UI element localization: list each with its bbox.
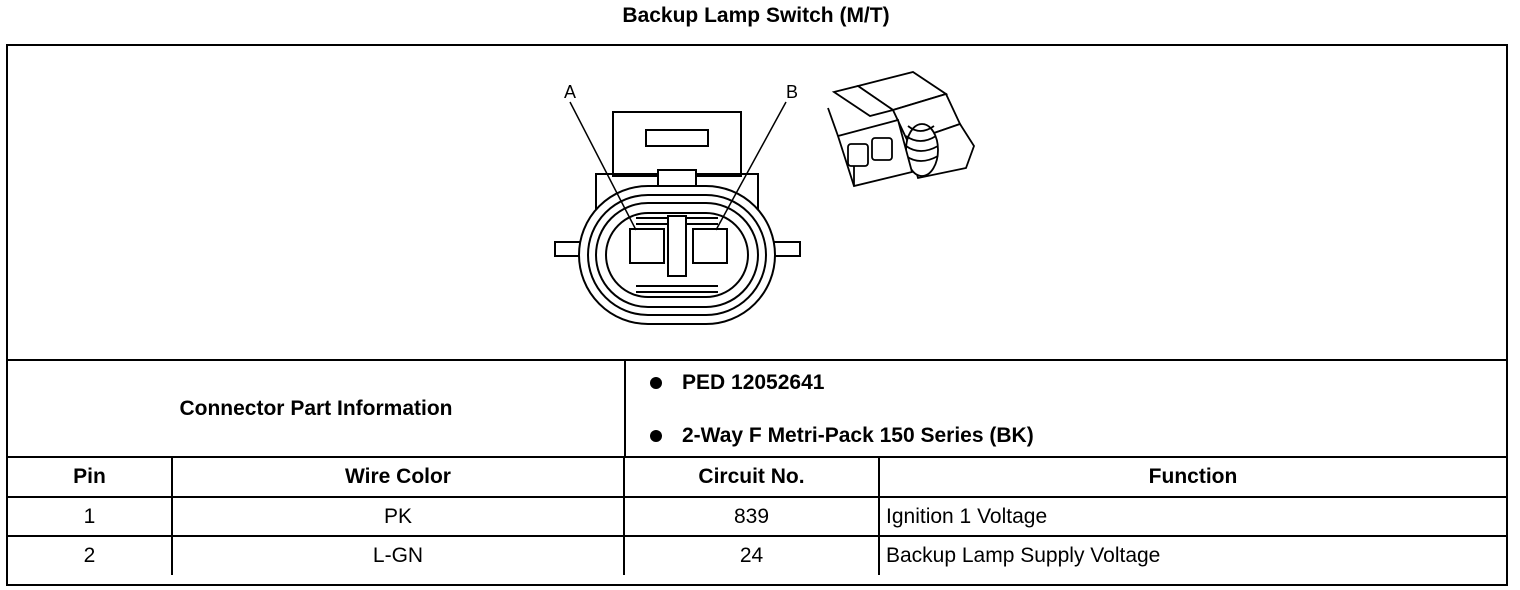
connector-sheet: A B Connector Part Information xyxy=(6,44,1508,586)
wire-color-cell: L-GN xyxy=(171,535,625,575)
function-cell: Ignition 1 Voltage xyxy=(878,496,1506,537)
connector-illustration: A B xyxy=(554,71,975,325)
header-pin: Pin xyxy=(8,458,173,498)
pin-table: Pin Wire Color Circuit No. Function 1 PK… xyxy=(8,458,1506,575)
circuit-cell: 839 xyxy=(623,496,880,537)
connector-info-values: PED 12052641 2-Way F Metri-Pack 150 Seri… xyxy=(626,361,1506,456)
function-cell: Backup Lamp Supply Voltage xyxy=(878,535,1506,575)
pin-table-header: Pin Wire Color Circuit No. Function xyxy=(8,458,1506,498)
part-number-text: PED 12052641 xyxy=(682,371,825,394)
connector-diagram: A B xyxy=(8,46,1506,361)
header-circuit-no: Circuit No. xyxy=(623,458,880,498)
pin-cell: 2 xyxy=(8,535,173,575)
bullet-icon xyxy=(650,377,662,389)
connector-3d-icon xyxy=(827,71,975,188)
header-function: Function xyxy=(878,458,1506,498)
connector-type-text: 2-Way F Metri-Pack 150 Series (BK) xyxy=(682,424,1034,447)
page-title: Backup Lamp Switch (M/T) xyxy=(622,4,890,27)
circuit-cell: 24 xyxy=(623,535,880,575)
connector-type-item: 2-Way F Metri-Pack 150 Series (BK) xyxy=(650,424,1034,448)
connector-part-info: Connector Part Information PED 12052641 … xyxy=(8,361,1506,458)
wire-color-cell: PK xyxy=(171,496,625,537)
pin-label-a: A xyxy=(564,82,576,102)
pin-label-b: B xyxy=(786,82,798,102)
connector-face-icon xyxy=(554,101,801,325)
connector-info-label: Connector Part Information xyxy=(8,361,626,456)
table-row: 2 L-GN 24 Backup Lamp Supply Voltage xyxy=(8,535,1506,575)
table-row: 1 PK 839 Ignition 1 Voltage xyxy=(8,496,1506,537)
header-wire-color: Wire Color xyxy=(171,458,625,498)
part-number-item: PED 12052641 xyxy=(650,371,824,395)
bullet-icon xyxy=(650,430,662,442)
pin-cell: 1 xyxy=(8,496,173,537)
